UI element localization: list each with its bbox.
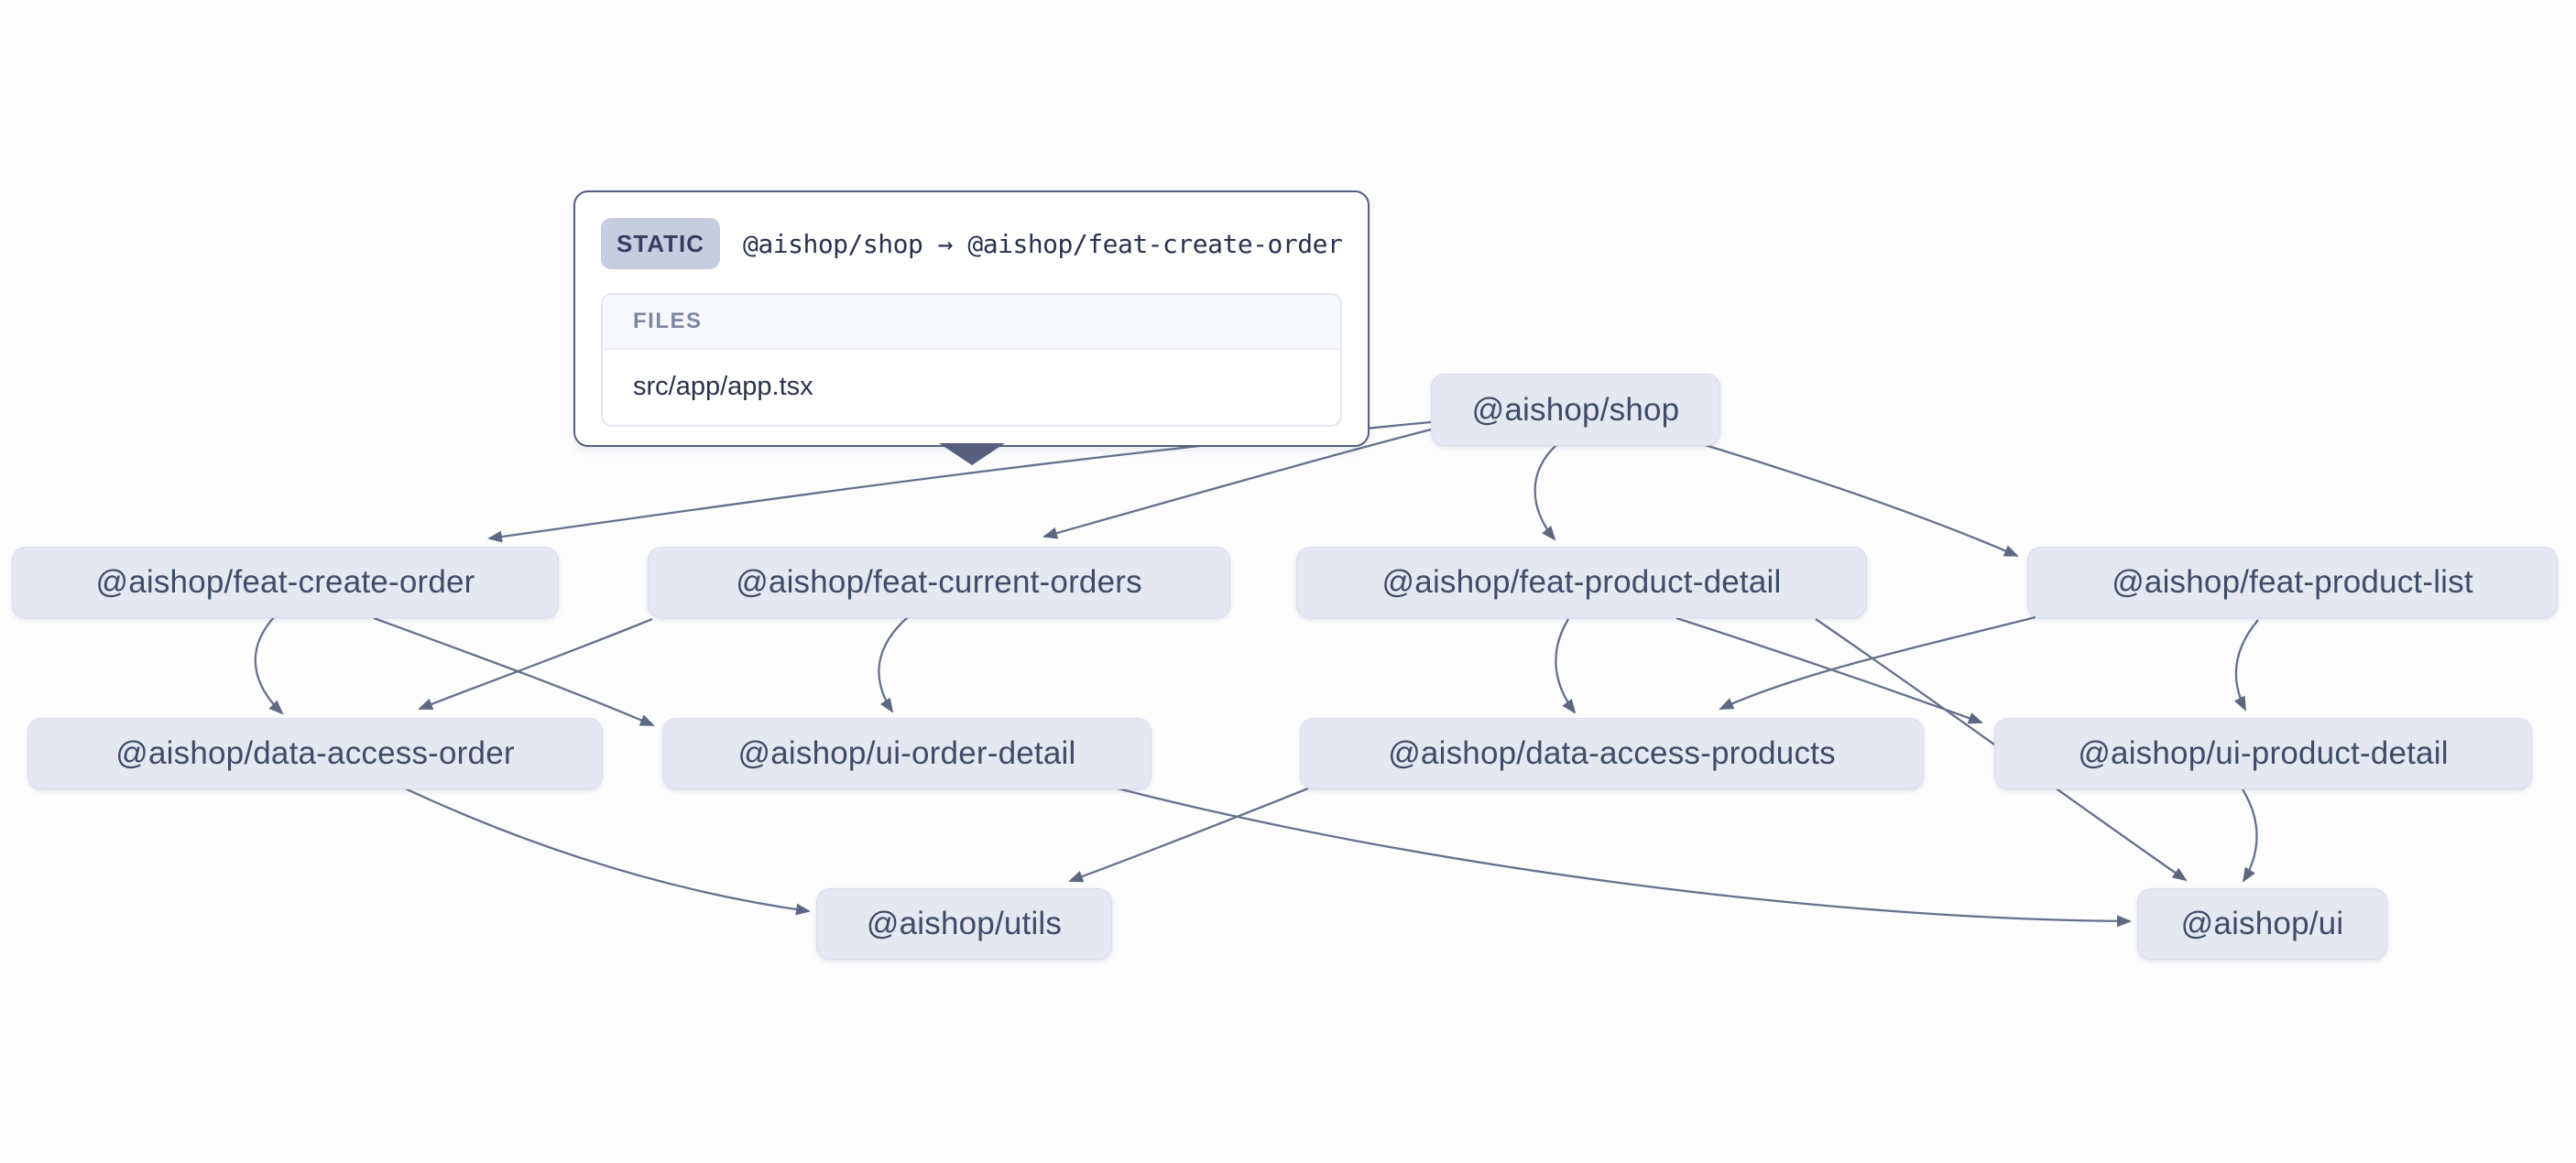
edge-data-access-products-to-utils[interactable] [1068, 787, 1309, 883]
files-header-label: FILES [603, 295, 1340, 350]
node-ui[interactable]: @aishop/ui [2137, 888, 2387, 960]
edge-feat-current-orders-to-ui-order-detail[interactable] [878, 615, 910, 713]
edge-shop-to-feat-current-orders[interactable] [1042, 428, 1432, 539]
edge-type-badge: STATIC [601, 218, 721, 269]
node-shop[interactable]: @aishop/shop [1431, 374, 1720, 446]
edge-tooltip: STATIC @aishop/shop → @aishop/feat-creat… [573, 190, 1370, 465]
node-utils[interactable]: @aishop/utils [816, 888, 1112, 960]
node-feat-product-detail[interactable]: @aishop/feat-product-detail [1296, 547, 1867, 618]
edge-feat-create-order-to-ui-order-detail[interactable] [373, 616, 655, 727]
node-ui-product-detail[interactable]: @aishop/ui-product-detail [1994, 718, 2532, 789]
edge-ui-order-detail-to-ui[interactable] [1117, 787, 2132, 928]
edge-feat-product-list-to-ui-product-detail[interactable] [2233, 619, 2259, 712]
edge-feat-current-orders-to-data-access-order[interactable] [418, 617, 653, 711]
tooltip-header: STATIC @aishop/shop → @aishop/feat-creat… [601, 218, 1343, 269]
edge-ui-product-detail-to-ui[interactable] [2242, 788, 2258, 883]
node-data-access-products[interactable]: @aishop/data-access-products [1300, 718, 1924, 789]
files-panel: FILES src/app/app.tsx [601, 293, 1342, 427]
tooltip-pointer-icon [939, 443, 1005, 465]
edge-dependency-text: @aishop/shop → @aishop/feat-create-order [743, 228, 1343, 259]
node-data-access-order[interactable]: @aishop/data-access-order [27, 718, 603, 789]
node-feat-create-order[interactable]: @aishop/feat-create-order [12, 547, 559, 618]
edge-shop-to-feat-product-detail[interactable] [1534, 443, 1558, 541]
edge-shop-to-feat-product-list[interactable] [1701, 442, 2019, 558]
edge-feat-create-order-to-data-access-order[interactable] [254, 615, 284, 715]
node-ui-order-detail[interactable]: @aishop/ui-order-detail [662, 718, 1152, 789]
edge-data-access-order-to-utils[interactable] [404, 787, 811, 916]
edge-feat-product-list-to-data-access-products[interactable] [1719, 615, 2036, 711]
node-feat-current-orders[interactable]: @aishop/feat-current-orders [648, 547, 1230, 618]
edge-feat-product-detail-to-data-access-products[interactable] [1555, 618, 1577, 714]
node-feat-product-list[interactable]: @aishop/feat-product-list [2027, 547, 2558, 618]
file-path: src/app/app.tsx [603, 350, 1340, 425]
